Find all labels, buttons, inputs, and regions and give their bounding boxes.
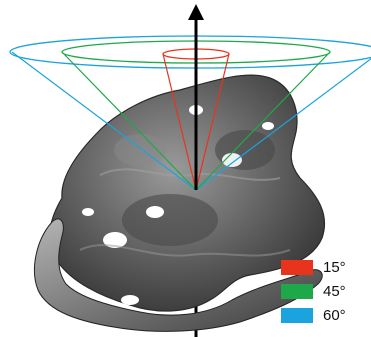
axis-arrow-icon: [188, 4, 204, 20]
legend-item-15: 15°: [281, 258, 367, 282]
legend: 15° 45° 60°: [281, 258, 367, 330]
legend-swatch-45: [281, 284, 313, 299]
legend-label-15: 15°: [323, 258, 346, 277]
legend-label-45: 45°: [323, 282, 346, 301]
legend-swatch-60: [281, 308, 313, 323]
legend-item-45: 45°: [281, 282, 367, 306]
legend-swatch-15: [281, 260, 313, 275]
legend-item-60: 60°: [281, 306, 367, 330]
legend-label-60: 60°: [323, 306, 346, 325]
